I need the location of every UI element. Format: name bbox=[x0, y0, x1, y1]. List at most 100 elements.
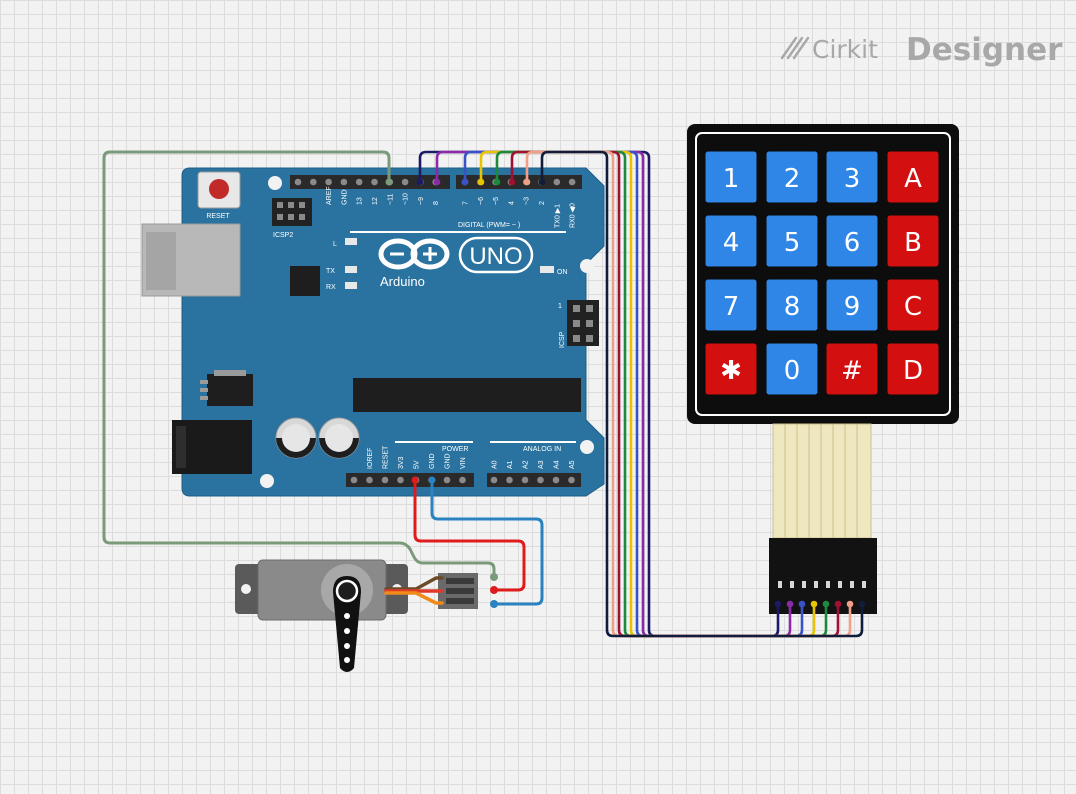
bottom-pin-label: RESET bbox=[383, 445, 390, 469]
header-pin[interactable] bbox=[537, 476, 544, 484]
keypad-row-column-wires[interactable] bbox=[416, 150, 866, 638]
keypad-key-4[interactable]: 4 bbox=[704, 214, 758, 268]
header-pin[interactable] bbox=[568, 178, 576, 186]
keypad-key-hash[interactable]: # bbox=[825, 342, 879, 396]
servo-horn[interactable] bbox=[333, 576, 361, 672]
top-pin-label: ~5 bbox=[493, 197, 500, 205]
keypad-key-face[interactable] bbox=[886, 214, 940, 268]
header-pin[interactable] bbox=[553, 178, 561, 186]
servo-signal-wire[interactable] bbox=[102, 150, 496, 579]
keypad-key-0[interactable]: 0 bbox=[765, 342, 819, 396]
wire-end-dot bbox=[385, 178, 393, 186]
keypad-key-face[interactable] bbox=[704, 342, 758, 396]
keypad-key-face[interactable] bbox=[886, 150, 940, 204]
header-pin[interactable] bbox=[325, 178, 332, 186]
header-pin[interactable] bbox=[459, 476, 466, 484]
header-pin[interactable] bbox=[568, 476, 575, 484]
keypad-key-d[interactable]: D bbox=[886, 342, 940, 396]
keypad-key-face[interactable] bbox=[825, 214, 879, 268]
keypad-key-label: D bbox=[903, 356, 923, 386]
keypad-key-face[interactable] bbox=[765, 214, 819, 268]
keypad-key-label: 6 bbox=[844, 228, 861, 258]
header-pin[interactable] bbox=[350, 476, 358, 484]
keypad-key-face[interactable] bbox=[704, 278, 758, 332]
power-header bbox=[346, 473, 474, 487]
uno-badge bbox=[458, 236, 534, 274]
wire-end-dot bbox=[798, 600, 806, 608]
keypad-key-face[interactable] bbox=[765, 342, 819, 396]
reset-button-cap[interactable] bbox=[209, 179, 229, 199]
keypad-key-face[interactable] bbox=[825, 150, 879, 204]
top-pin-label: 2 bbox=[539, 201, 546, 205]
keypad-key-9[interactable]: 9 bbox=[825, 278, 879, 332]
keypad-key-c[interactable]: C bbox=[886, 278, 940, 332]
wire-end-dot bbox=[411, 476, 419, 484]
ground-wire[interactable] bbox=[430, 478, 544, 606]
header-pin[interactable] bbox=[397, 476, 404, 484]
keypad-key-5[interactable]: 5 bbox=[765, 214, 819, 268]
usb-interface-chip bbox=[290, 266, 320, 296]
keypad-key-b[interactable]: B bbox=[886, 214, 940, 268]
header-pin[interactable] bbox=[401, 178, 409, 186]
keypad-key-face[interactable] bbox=[704, 150, 758, 204]
keypad-key-2[interactable]: 2 bbox=[765, 150, 819, 204]
header-pin[interactable] bbox=[381, 476, 389, 484]
keypad-key-1[interactable]: 1 bbox=[704, 150, 758, 204]
header-pin[interactable] bbox=[355, 178, 363, 186]
mount-hole bbox=[260, 474, 274, 488]
header-pin[interactable] bbox=[366, 476, 373, 484]
header-pin[interactable] bbox=[294, 178, 302, 186]
keypad-key-face[interactable] bbox=[886, 342, 940, 396]
keypad-connector-pins bbox=[778, 581, 866, 588]
wire-end-dot bbox=[416, 178, 424, 186]
power-5v-wire[interactable] bbox=[413, 478, 526, 592]
header-pin[interactable] bbox=[310, 178, 317, 186]
regulator-legs bbox=[200, 380, 208, 400]
keypad-key-label: C bbox=[904, 292, 922, 322]
atmega-microcontroller bbox=[353, 378, 581, 412]
header-pin[interactable] bbox=[552, 476, 560, 484]
keypad-key-6[interactable]: 6 bbox=[825, 214, 879, 268]
usb-shell-edge bbox=[146, 232, 176, 290]
header-pin[interactable] bbox=[340, 178, 348, 186]
analog-header bbox=[487, 473, 581, 487]
top-pin-label: ~10 bbox=[403, 193, 410, 205]
keypad-key-7[interactable]: 7 bbox=[704, 278, 758, 332]
header-pin[interactable] bbox=[490, 476, 498, 484]
keypad-key-label: ✱ bbox=[720, 356, 742, 386]
keypad-wire[interactable] bbox=[540, 150, 864, 638]
keypad-key-star[interactable]: ✱ bbox=[704, 342, 758, 396]
keypad-key-face[interactable] bbox=[825, 278, 879, 332]
keypad-key-label: B bbox=[904, 228, 922, 258]
header-pin[interactable] bbox=[443, 476, 451, 484]
servo-horn-holes bbox=[344, 613, 350, 663]
wire-end-dot bbox=[810, 600, 818, 608]
icsp-pins bbox=[573, 305, 593, 342]
keypad-key-face[interactable] bbox=[765, 150, 819, 204]
header-pin[interactable] bbox=[506, 476, 513, 484]
keypad-key-face[interactable] bbox=[704, 214, 758, 268]
keypad-key-8[interactable]: 8 bbox=[765, 278, 819, 332]
header-pin[interactable] bbox=[521, 476, 529, 484]
wire-end-dot bbox=[508, 178, 516, 186]
wire-end-dot bbox=[433, 178, 441, 186]
board-pcb bbox=[181, 167, 605, 497]
cirkit-slash-icon bbox=[780, 36, 810, 60]
header-pin[interactable] bbox=[371, 178, 378, 186]
wire-end-dot bbox=[493, 178, 501, 186]
keypad-key-a[interactable]: A bbox=[886, 150, 940, 204]
keypad-key-face[interactable] bbox=[765, 278, 819, 332]
keypad-key-label: 2 bbox=[784, 164, 801, 194]
keypad-key-face[interactable] bbox=[825, 342, 879, 396]
dc-jack-edge bbox=[176, 426, 186, 468]
digital-label: DIGITAL (PWM= ~ ) bbox=[458, 222, 520, 229]
wire-end-dot bbox=[822, 600, 830, 608]
digital-header-left bbox=[290, 175, 450, 189]
keypad-key-3[interactable]: 3 bbox=[825, 150, 879, 204]
keypad-key-face[interactable] bbox=[886, 278, 940, 332]
